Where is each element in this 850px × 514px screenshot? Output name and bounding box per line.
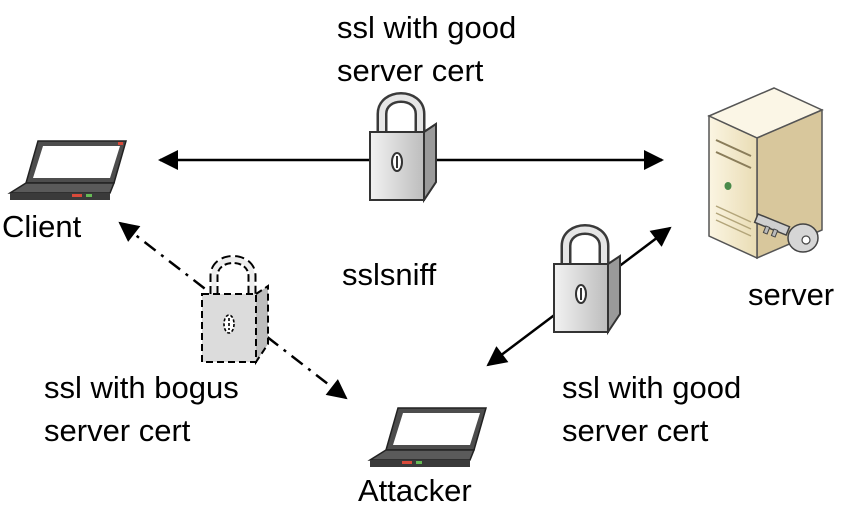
left-link-label-line1: ssl with bogus	[44, 370, 239, 405]
server-tower-icon	[707, 87, 824, 260]
top-link-label-line2: server cert	[337, 53, 484, 88]
left-link-label-line2: server cert	[44, 413, 191, 448]
left-dashed-padlock-icon	[201, 255, 269, 366]
right-link-label-line2: server cert	[562, 413, 709, 448]
attacker-laptop-icon	[367, 407, 487, 467]
right-padlock-icon	[553, 224, 621, 336]
client-laptop-icon	[7, 140, 127, 200]
right-link-label-line1: ssl with good	[562, 370, 741, 405]
top-padlock-icon	[369, 92, 437, 204]
top-link-label-line1: ssl with good	[337, 10, 516, 45]
server-label: server	[748, 277, 834, 312]
client-label: Client	[2, 209, 82, 244]
attacker-label: Attacker	[358, 473, 472, 508]
center-label: sslsniff	[342, 257, 437, 292]
client-attacker-arrow	[118, 221, 348, 400]
key-icon	[753, 213, 819, 253]
